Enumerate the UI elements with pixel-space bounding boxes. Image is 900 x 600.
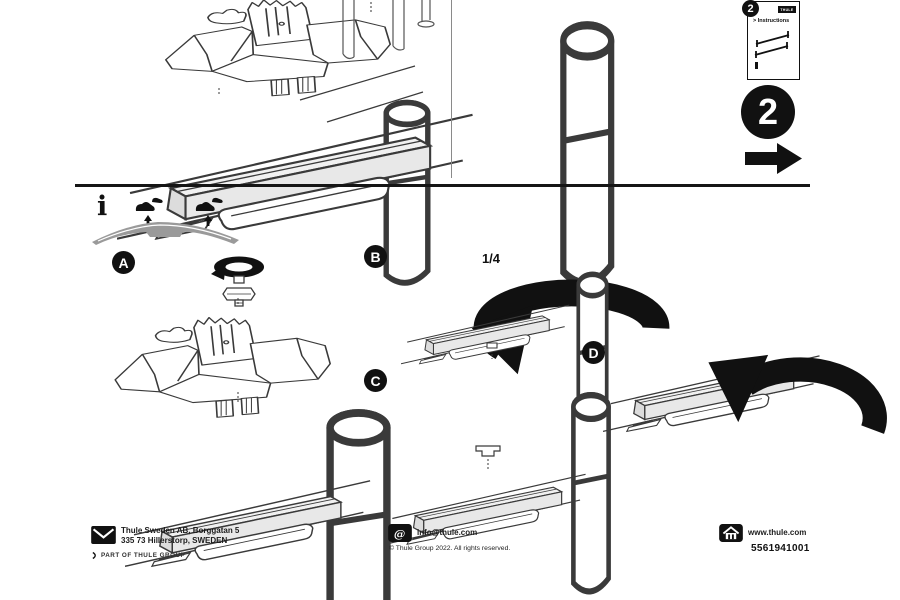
- copyright-text: © Thule Group 2022. All rights reserved.: [389, 545, 511, 552]
- instructions-card: 2 THULE > Instructions: [742, 0, 800, 80]
- step-c-badge: C: [364, 369, 387, 392]
- car-roof-silhouette: [92, 222, 239, 245]
- address-line-2: 335 73 Hillerstorp, SWEDEN: [121, 535, 228, 545]
- address-line-1: Thule Sweden AB, Borggatan 5: [121, 526, 240, 535]
- thule-logo: THULE: [777, 6, 796, 13]
- load-bars-icon: [754, 31, 790, 69]
- step-number-circle: 2: [741, 85, 795, 139]
- step-a-badge: A: [112, 251, 135, 274]
- address-block: Thule Sweden AB, Borggatan 5 335 73 Hill…: [91, 526, 239, 545]
- step-b-drawing: [356, 242, 571, 367]
- part-of-thule-group: PART OF THULE GROUP: [92, 551, 185, 560]
- envelope-icon: [91, 526, 116, 544]
- step-d-drawing: [573, 332, 803, 444]
- info-icon: i: [97, 191, 108, 222]
- part-number: 5561941001: [751, 543, 810, 554]
- section-divider: [75, 184, 810, 188]
- top-assembly-drawing: [75, 0, 465, 183]
- home-icon: [719, 524, 743, 542]
- thule-group-mark-icon: [92, 551, 96, 560]
- instructions-label: > Instructions: [753, 18, 790, 24]
- step-b-badge: B: [364, 245, 387, 268]
- part-of-label: PART OF THULE GROUP: [101, 552, 186, 559]
- torque-knob-icon: [211, 256, 265, 307]
- website-text: www.thule.com: [748, 528, 807, 537]
- tower-detail-drawing: [342, 0, 435, 60]
- roof-profile-drawing: [92, 197, 239, 245]
- website-block: www.thule.com: [719, 524, 806, 542]
- quarter-turn-label: 1/4: [481, 251, 501, 266]
- t-nut: [475, 445, 501, 457]
- arrow-right-icon: [745, 143, 802, 174]
- step-c-drawing: [356, 362, 576, 517]
- panel-divider-line: [451, 0, 452, 178]
- step-a-drawing: [105, 256, 360, 490]
- svg-text:@: @: [394, 527, 405, 541]
- step-d-badge: D: [582, 341, 605, 364]
- card-step-badge: 2: [742, 0, 759, 17]
- at-icon: @: [388, 524, 412, 542]
- foot-position-marks: [135, 197, 223, 226]
- email-text: info@thule.com: [417, 528, 478, 537]
- flip-arrow-icon: [708, 355, 874, 430]
- email-block: @ info@thule.com: [388, 524, 477, 542]
